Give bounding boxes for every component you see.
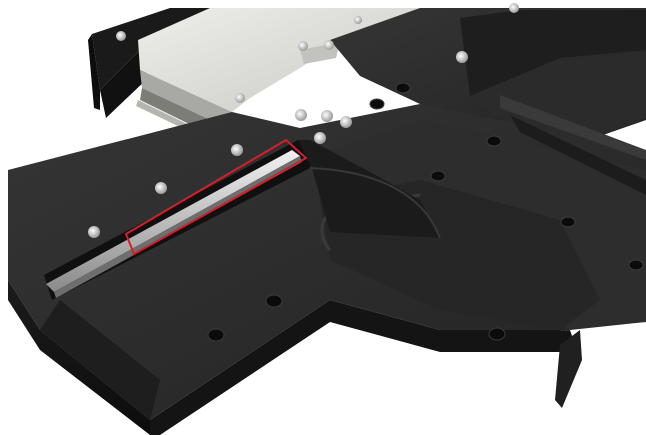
plate-front-faces xyxy=(8,280,646,435)
upper-right-plate xyxy=(330,8,646,150)
screw-head xyxy=(116,31,126,41)
upper-mount-block xyxy=(88,8,236,118)
screw-head xyxy=(456,51,468,63)
mounting-hole xyxy=(265,294,283,308)
screw-head xyxy=(354,16,362,24)
mounting-hole xyxy=(395,82,411,94)
screw-head xyxy=(88,226,100,238)
screw-head xyxy=(321,110,333,122)
screw-head xyxy=(231,144,243,156)
main-plate xyxy=(8,95,646,420)
screw-head xyxy=(509,3,519,13)
screw-head xyxy=(324,40,334,50)
cutout-notch xyxy=(560,322,646,420)
mounting-holes xyxy=(207,82,644,342)
screw-group xyxy=(88,3,519,238)
linear-rail xyxy=(46,150,302,298)
rail-highlight-box xyxy=(124,138,308,256)
screw-head xyxy=(340,116,352,128)
mounting-hole xyxy=(369,98,385,110)
mounting-hole xyxy=(430,170,446,182)
mounting-hole xyxy=(488,327,506,341)
screw-head xyxy=(295,109,307,121)
screw-head xyxy=(235,93,245,103)
mounting-hole xyxy=(628,259,644,271)
mounting-hole xyxy=(560,216,576,228)
screw-head xyxy=(298,41,308,51)
mounting-hole xyxy=(486,135,502,147)
mounting-hole xyxy=(207,328,225,342)
screw-head xyxy=(155,182,167,194)
screw-head xyxy=(314,132,326,144)
